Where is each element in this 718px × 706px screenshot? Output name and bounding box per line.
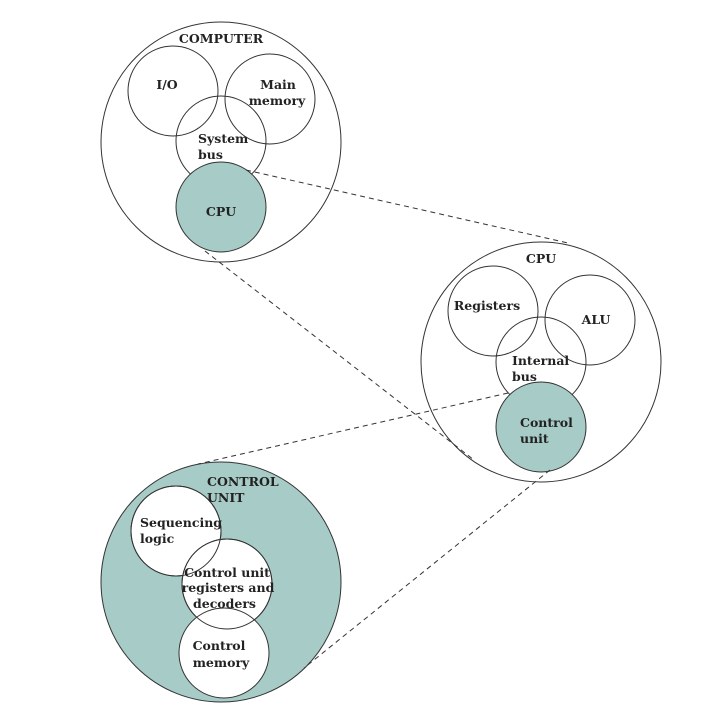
control-unit-circle (495, 381, 587, 473)
cpu-group: CPU Registers ALU Internal bus Control u… (420, 241, 662, 483)
computer-outer-circle (100, 21, 342, 263)
control-unit-label-line1: Control (520, 415, 573, 430)
io-circle (127, 45, 219, 137)
control-unit-title-line2: UNIT (207, 490, 245, 505)
cpu-label: CPU (206, 204, 236, 219)
internal-bus-label-line2: bus (512, 369, 537, 384)
control-memory-label-line2: memory (193, 655, 250, 670)
computer-title: COMPUTER (179, 31, 264, 46)
sequencing-logic-label-line1: Sequencing (140, 515, 222, 530)
zoom-connectors (197, 169, 569, 669)
control-unit-group: CONTROL UNIT Sequencing logic Control un… (100, 461, 342, 703)
computer-group: COMPUTER I/O Main memory System bus CPU (100, 21, 342, 263)
alu-circle (544, 274, 636, 366)
connector-control-unit-bottom (303, 469, 551, 669)
cpu-outer-circle (420, 241, 662, 483)
registers-label: Registers (454, 298, 520, 313)
cpu-title: CPU (526, 251, 556, 266)
connector-control-unit-top (197, 392, 509, 465)
internal-bus-label-line1: Internal (512, 353, 569, 368)
control-unit-label-line2: unit (520, 431, 549, 446)
system-bus-label-line2: bus (198, 147, 223, 162)
main-memory-label-line1: Main (260, 77, 296, 92)
registers-decoders-label-line2: registers and (182, 580, 275, 595)
control-memory-circle (178, 607, 270, 699)
main-memory-label-line2: memory (249, 93, 306, 108)
control-unit-title-line1: CONTROL (207, 474, 279, 489)
connector-cpu-top (245, 169, 569, 244)
main-memory-circle (224, 53, 316, 145)
sequencing-logic-outline (130, 485, 222, 577)
system-bus-label-line1: System (198, 131, 248, 146)
cpu-circle (175, 161, 267, 253)
connector-cpu-bottom (204, 250, 475, 461)
registers-decoders-label-line3: decoders (193, 596, 256, 611)
alu-label: ALU (581, 312, 611, 327)
sequencing-logic-label-line2: logic (140, 531, 175, 546)
control-memory-label-line1: Control (193, 638, 246, 653)
registers-decoders-outline (181, 538, 273, 630)
io-label: I/O (156, 77, 177, 92)
registers-decoders-label-line1: Control unit (184, 565, 270, 580)
registers-circle (447, 265, 539, 357)
